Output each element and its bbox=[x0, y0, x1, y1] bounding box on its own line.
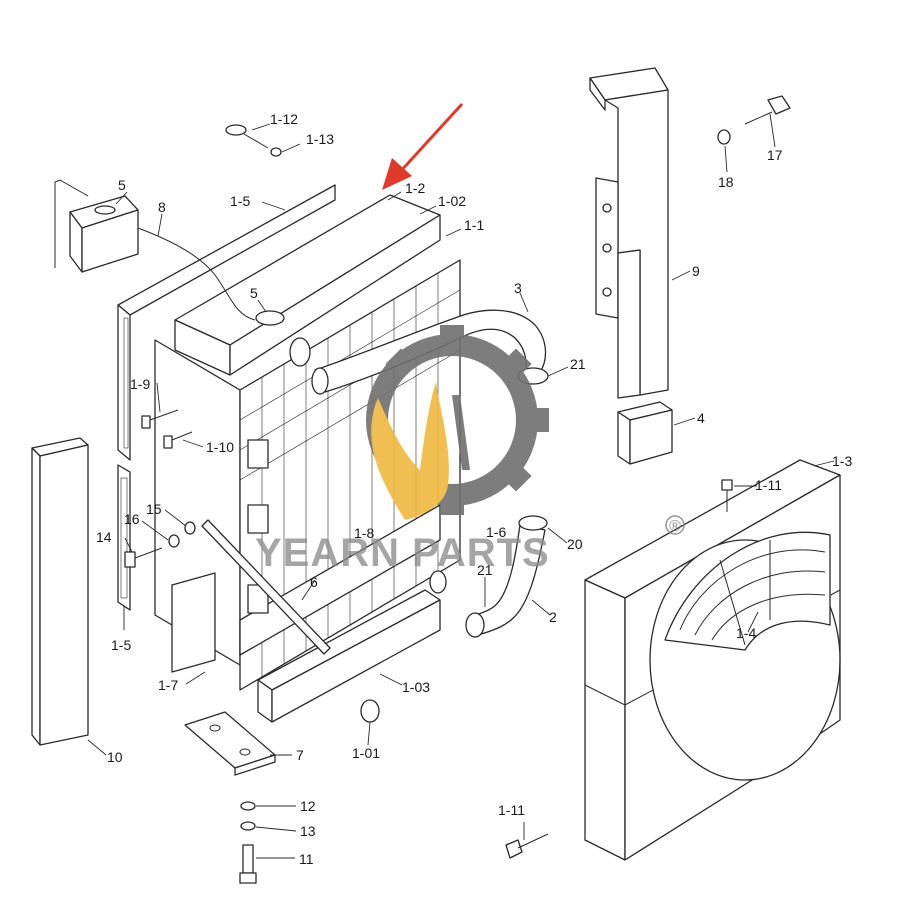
callout: 1-12 bbox=[270, 111, 298, 127]
callout: 1-5 bbox=[230, 193, 250, 209]
registered-mark-icon bbox=[665, 515, 685, 535]
callout: 1-1 bbox=[464, 217, 484, 233]
pointer-arrow bbox=[382, 102, 464, 190]
callout: 4 bbox=[697, 410, 705, 426]
callout: 1-01 bbox=[352, 745, 380, 761]
callout-labels: 1-12 1-13 5 8 1-5 1-2 1-02 1-1 5 3 21 1-… bbox=[96, 111, 852, 867]
callout: 21 bbox=[570, 356, 586, 372]
washer-12 bbox=[240, 801, 256, 811]
callout: 11 bbox=[299, 851, 314, 867]
callout: 14 bbox=[96, 529, 112, 545]
bolt-11 bbox=[239, 844, 257, 884]
callout: 5 bbox=[250, 285, 258, 301]
registered-mark: ® bbox=[669, 518, 681, 535]
bolt-1-9 bbox=[141, 409, 179, 429]
washer-1-13 bbox=[270, 147, 282, 157]
mesh-panel-upper bbox=[117, 184, 336, 461]
callout: 1-5 bbox=[111, 637, 131, 653]
callout: 17 bbox=[767, 147, 783, 163]
flame-stripe-icon bbox=[452, 395, 470, 470]
block-4 bbox=[617, 401, 673, 465]
callout: 13 bbox=[300, 823, 316, 839]
mount-plate-7 bbox=[184, 711, 276, 776]
callout: 3 bbox=[514, 280, 522, 296]
callout: 7 bbox=[296, 747, 304, 763]
support-bar-1-03 bbox=[257, 589, 441, 723]
shroud-panel-1-7 bbox=[171, 572, 216, 673]
callout: 1-7 bbox=[158, 677, 178, 693]
callout: 20 bbox=[567, 536, 583, 552]
callout: 1-11 bbox=[498, 802, 525, 818]
washer-16 bbox=[168, 534, 180, 548]
callout: 1-13 bbox=[306, 131, 334, 147]
leader-lines bbox=[87, 113, 835, 859]
callout: 1-8 bbox=[354, 525, 374, 541]
reservoir-tank bbox=[54, 179, 139, 273]
watermark-text: YEARN PARTS bbox=[255, 531, 550, 575]
callout: 1-03 bbox=[402, 679, 430, 695]
callout: 5 bbox=[118, 177, 126, 193]
overflow-hose-8 bbox=[137, 227, 256, 321]
hose-clamp-21-lower bbox=[465, 612, 485, 638]
side-block-10 bbox=[31, 437, 89, 746]
bracket-arm-9 bbox=[589, 67, 669, 399]
callout: 1-6 bbox=[486, 524, 506, 540]
callout: 12 bbox=[300, 798, 316, 814]
fan-guard-1-4 bbox=[664, 531, 831, 651]
callout: 6 bbox=[310, 574, 318, 590]
callout: 1-2 bbox=[405, 180, 425, 196]
callout: 8 bbox=[158, 199, 166, 215]
washer-13 bbox=[240, 821, 256, 831]
bolt-1-11-bottom bbox=[505, 833, 549, 859]
wing-bolt-1-12 bbox=[225, 124, 269, 149]
callout: 1-4 bbox=[736, 625, 756, 641]
fan-shroud-1-3 bbox=[584, 459, 841, 861]
bolt-14 bbox=[124, 547, 163, 568]
callout: 15 bbox=[146, 501, 162, 517]
mesh-panel-lower bbox=[117, 464, 131, 611]
washer-15 bbox=[184, 521, 196, 535]
clip-1-01 bbox=[360, 699, 380, 723]
flame-icon bbox=[371, 382, 449, 520]
callout: 1-02 bbox=[438, 193, 466, 209]
washer-18 bbox=[717, 129, 731, 145]
callout: 21 bbox=[477, 562, 493, 578]
callout: 1-9 bbox=[130, 376, 150, 392]
callout: 1-10 bbox=[206, 439, 234, 455]
callout: 1-3 bbox=[832, 453, 852, 469]
rod-6 bbox=[201, 519, 331, 655]
callout: 16 bbox=[124, 511, 140, 527]
callout: 18 bbox=[718, 174, 734, 190]
callout: 10 bbox=[107, 749, 123, 765]
bolt-1-10 bbox=[163, 431, 193, 449]
bolt-17 bbox=[744, 95, 791, 125]
callout: 9 bbox=[692, 263, 700, 279]
callout: 1-11 bbox=[755, 477, 782, 493]
bolt-1-11-top bbox=[721, 479, 733, 512]
callout: 2 bbox=[549, 609, 557, 625]
watermark-logo: YEARN PARTS ® bbox=[255, 325, 685, 575]
